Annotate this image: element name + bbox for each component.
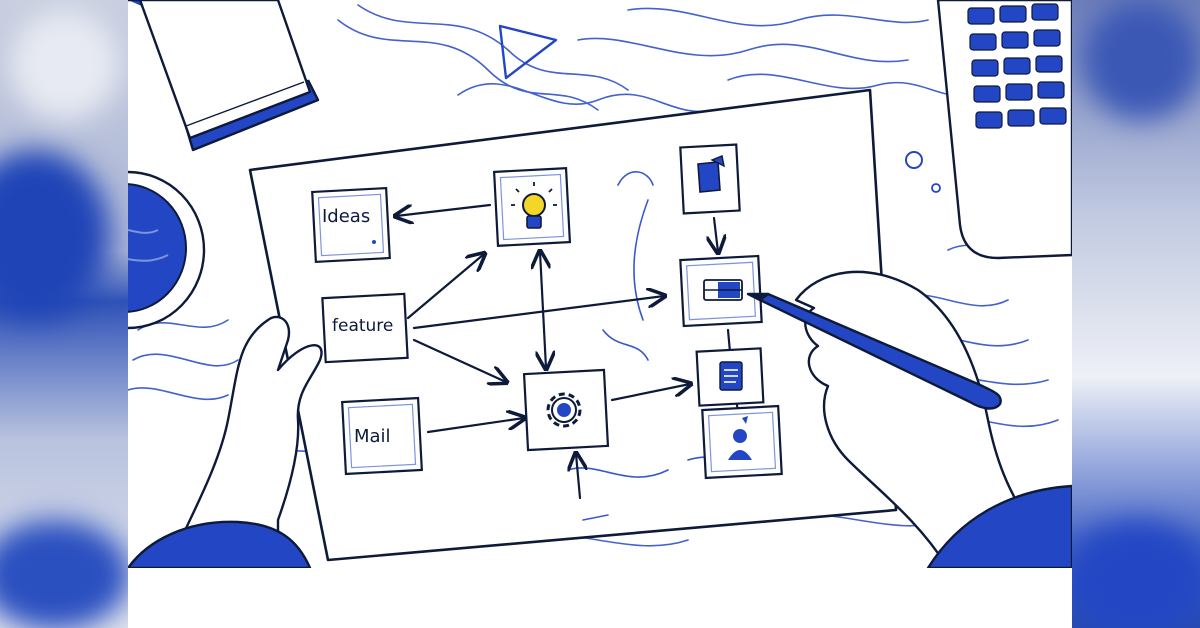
right-hand (746, 270, 1072, 568)
blurred-background-right (1072, 0, 1200, 628)
lightbulb-icon (511, 182, 557, 229)
node-notes (695, 347, 765, 407)
user-icon (728, 416, 752, 460)
node-mail-label: Mail (354, 426, 391, 447)
node-feature-label: feature (332, 316, 393, 336)
card-icon (703, 279, 743, 301)
workflow-sketch-illustration: Ideas feature Mail (128, 0, 1072, 568)
bubble-doodle (905, 151, 923, 169)
node-ideas: Ideas (311, 186, 391, 264)
node-ideas-label: Ideas (322, 206, 370, 227)
coffee-cup (128, 170, 206, 330)
left-hand (128, 315, 323, 568)
node-document (679, 143, 741, 215)
notes-icon (719, 361, 743, 391)
book (128, 0, 320, 152)
node-lightbulb (492, 167, 572, 247)
illustration-canvas: Ideas feature Mail (128, 0, 1072, 568)
blurred-background-left (0, 0, 128, 628)
laptop (936, 0, 1072, 260)
node-gear (522, 368, 610, 452)
triangle-doodle (498, 24, 558, 80)
node-user (701, 404, 783, 480)
node-mail: Mail (341, 396, 423, 476)
node-card (679, 254, 763, 328)
gear-icon (546, 392, 582, 428)
node-feature: feature (321, 292, 409, 364)
document-icon (697, 155, 725, 193)
bottom-whitespace (128, 568, 1072, 628)
